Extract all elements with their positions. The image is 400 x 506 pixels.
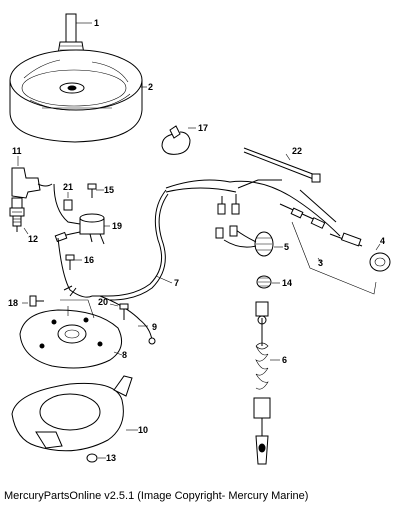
part-22-cable-tie	[243, 147, 321, 183]
callout-17: 17	[198, 123, 208, 133]
part-5-coil	[215, 225, 274, 257]
callout-7: 7	[174, 278, 179, 288]
callout-11: 11	[12, 146, 22, 156]
callout-2: 2	[148, 82, 153, 92]
part-11-plug-boot	[11, 167, 53, 199]
image-caption: MercuryPartsOnline v2.5.1 (Image Copyrig…	[4, 490, 309, 502]
callout-3: 3	[318, 258, 323, 268]
part-19-ignition-coil	[53, 183, 105, 245]
callout-8: 8	[122, 350, 127, 360]
callout-10: 10	[138, 425, 148, 435]
part-12-spark-plug	[9, 197, 25, 232]
parts-diagram: 1 2 3 4 5 6 7 8 9 10 11 12 13 14 15 16 1…	[8, 13, 391, 465]
callout-13: 13	[106, 453, 116, 463]
callout-14: 14	[282, 278, 292, 288]
callout-6: 6	[282, 355, 287, 365]
callout-20: 20	[98, 297, 108, 307]
part-18-screw	[29, 295, 44, 307]
callout-19: 19	[112, 221, 122, 231]
callout-18: 18	[8, 298, 18, 308]
part-14-spring	[256, 275, 272, 289]
part-21-spacer	[63, 199, 73, 211]
part-13-screw	[86, 453, 98, 463]
part-16-screw	[65, 254, 75, 270]
part-4-boot	[369, 252, 391, 272]
part-17-clamp	[161, 125, 191, 155]
part-8-stator-plate	[19, 299, 123, 369]
callout-16: 16	[84, 255, 94, 265]
part-15-screw	[87, 183, 97, 198]
callout-21: 21	[63, 182, 73, 192]
callout-9: 9	[152, 322, 157, 332]
callout-22: 22	[292, 146, 302, 156]
part-10-base-plate	[11, 375, 133, 452]
part-20-screw	[119, 303, 129, 320]
callout-1: 1	[94, 18, 99, 28]
part-9-leads	[99, 295, 156, 345]
part-6-lanyard	[253, 301, 271, 465]
part-7-cable	[92, 189, 169, 301]
callout-4: 4	[380, 236, 385, 246]
part-2-flywheel	[9, 49, 143, 143]
callout-15: 15	[104, 185, 114, 195]
callout-12: 12	[28, 234, 38, 244]
part-1-flywheel-nut	[57, 13, 85, 55]
part-3-harness	[165, 179, 377, 295]
callout-5: 5	[284, 242, 289, 252]
